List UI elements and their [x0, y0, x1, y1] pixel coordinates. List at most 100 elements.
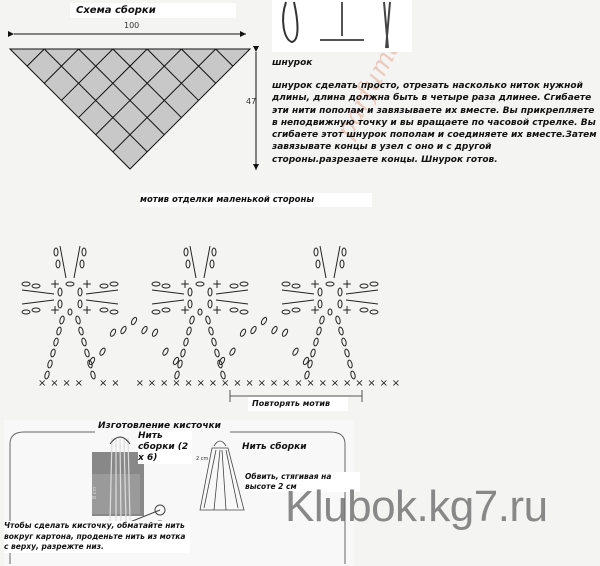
chain-stitch: [183, 247, 189, 257]
chain-stitch: [180, 348, 186, 358]
tall-stitch: [21, 299, 55, 305]
chain-stitch: [84, 348, 90, 358]
repeat-label: Повторять мотив: [248, 397, 348, 411]
chain-stitch: [78, 326, 84, 336]
sc-stitch: ×: [367, 378, 375, 389]
chain-stitch: [218, 356, 226, 366]
tall-stitch: [151, 289, 185, 295]
tall-stitch: [189, 245, 197, 279]
side-dim: 8 cm: [92, 486, 98, 499]
cord-illustration: [272, 0, 412, 52]
sc-stitch: ×: [50, 378, 58, 389]
cord-braided-icon: [383, 1, 391, 49]
chain-stitch: [99, 347, 106, 356]
chain-stitch: [183, 337, 189, 347]
chain-stitch: [302, 356, 310, 366]
assembly-diagram: 100 47: [8, 21, 259, 170]
sc-stitch: ×: [343, 378, 351, 389]
motif-chart: ++++++++++++××××××××××××××××××××××××××××: [21, 245, 400, 402]
chain-stitch: [359, 307, 369, 313]
chain-stitch: [77, 299, 83, 309]
sc-stitch: ×: [75, 378, 83, 389]
sc-stitch: ×: [62, 378, 70, 389]
chain-stitch: [109, 281, 119, 287]
site-watermark: Klubok.kg7.ru: [285, 482, 548, 531]
chain-stitch: [315, 259, 321, 269]
chain-stitch: [44, 370, 50, 380]
chain-stitch: [281, 328, 289, 337]
single-crochet: +: [50, 277, 60, 291]
tassel-instructions: Чтобы сделать кисточку, обматайте нить в…: [4, 521, 190, 553]
chain-stitch: [67, 308, 73, 316]
sc-stitch: ×: [380, 378, 388, 389]
sc-stitch: ×: [258, 378, 266, 389]
chain-stitch: [211, 337, 217, 347]
chain-stitch: [88, 356, 96, 366]
chain-stitch: [341, 247, 347, 257]
chain-stitch: [161, 283, 171, 289]
sc-stitch: ×: [294, 378, 302, 389]
sc-stitch: ×: [99, 378, 107, 389]
chain-stitch: [55, 259, 61, 269]
chain-stitch: [291, 307, 301, 313]
chain-stitch: [260, 316, 268, 326]
tall-stitch: [21, 289, 55, 295]
chain-stitch: [21, 309, 31, 315]
chain-stitch: [337, 287, 343, 297]
chain-stitch: [99, 307, 109, 313]
chain-stitch: [209, 259, 215, 269]
chain-stitch: [75, 315, 81, 325]
chain-stitch: [229, 283, 239, 289]
chain-stitch: [229, 307, 239, 313]
chain-stitch: [90, 370, 96, 380]
chain-stitch: [79, 259, 85, 269]
chain-stitch: [59, 315, 65, 325]
cord-label: шнурок: [272, 58, 313, 68]
chain-stitch: [141, 325, 148, 335]
chain-stitch: [50, 348, 56, 358]
chain-stitch: [81, 337, 87, 347]
sc-stitch: ×: [160, 378, 168, 389]
single-crochet: +: [82, 303, 92, 317]
chain-stitch: [77, 287, 83, 297]
chain-stitch: [31, 283, 41, 289]
chain-stitch: [130, 316, 138, 326]
chain-stitch: [99, 283, 109, 289]
sc-stitch: ×: [136, 378, 144, 389]
tassel-thread-label: Нить сборки (2 x 6): [138, 431, 192, 464]
chain-stitch: [195, 281, 205, 287]
cord-instructions: шнурок сделать просто, отрезать наскольк…: [272, 81, 597, 165]
chain-stitch: [172, 356, 180, 366]
chain-stitch: [120, 325, 127, 335]
single-crochet: +: [212, 277, 222, 291]
chain-stitch: [87, 359, 93, 369]
chain-stitch: [162, 347, 169, 356]
chain-stitch: [57, 299, 63, 309]
chain-stitch: [281, 309, 291, 315]
chain-stitch: [57, 287, 63, 297]
chain-stitch: [187, 299, 193, 309]
single-crochet: +: [342, 303, 352, 317]
sc-stitch: ×: [270, 378, 278, 389]
tall-stitch: [345, 299, 379, 305]
tall-stitch: [59, 245, 67, 279]
chain-stitch: [292, 347, 299, 356]
single-crochet: +: [310, 277, 320, 291]
cord-loop-icon: [282, 1, 299, 44]
finished-tassel: [199, 440, 245, 511]
chain-stitch: [317, 287, 323, 297]
shawl-grid: [26, 48, 234, 153]
chain-stitch: [369, 309, 379, 315]
chain-stitch: [109, 328, 117, 337]
cord-twist-icon: [320, 2, 364, 41]
chain-stitch: [53, 337, 59, 347]
tassel-wrap-note: Обвить, стягивая на высоте 2 см: [245, 472, 360, 492]
chain-stitch: [339, 259, 345, 269]
chain-stitch: [307, 359, 313, 369]
tall-stitch: [215, 299, 249, 305]
tall-stitch: [85, 289, 119, 295]
chain-stitch: [344, 348, 350, 358]
chain-stitch: [31, 307, 41, 313]
chain-stitch: [317, 299, 323, 309]
tall-stitch: [333, 245, 341, 279]
